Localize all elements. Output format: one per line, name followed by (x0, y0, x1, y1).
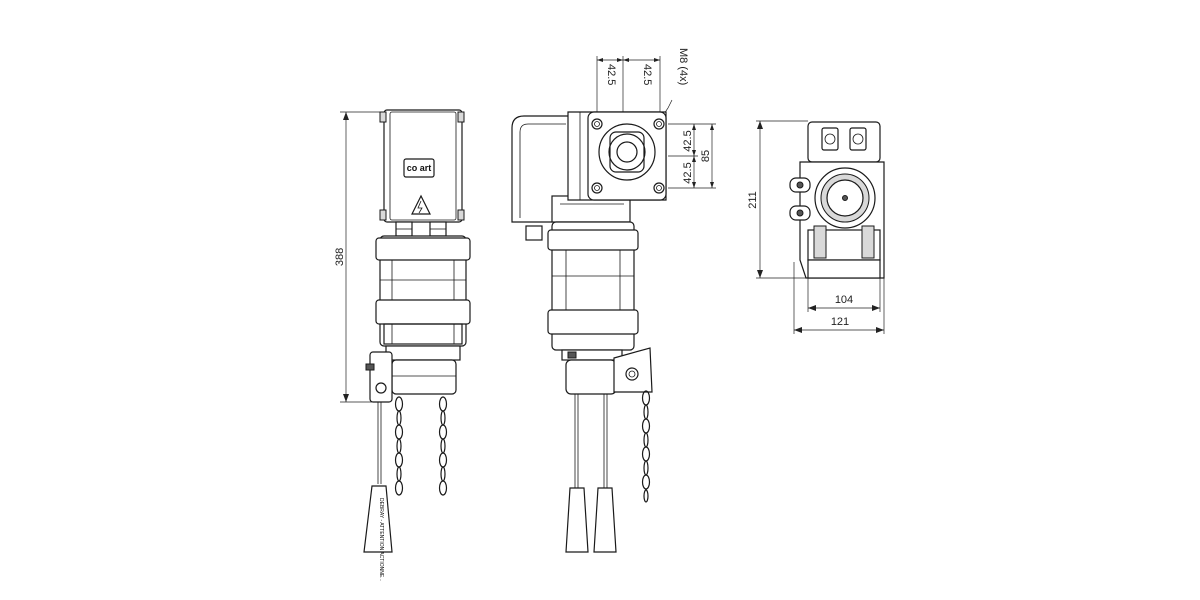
side-spacing-dimensions: 42.5 42.5 M8 (4x) (596, 48, 689, 121)
side-spacing-label-1: 42.5 (605, 64, 617, 85)
vert-dim-label-1: 42.5 (682, 130, 694, 151)
thread-callout-label: M8 (4x) (677, 48, 689, 85)
vert-total-label: 85 (700, 150, 712, 162)
end-view: 211 (747, 120, 885, 334)
gearbox-head (567, 111, 667, 201)
end-height-label: 211 (747, 191, 759, 209)
front-chain-left (394, 396, 404, 496)
brand-logo: co art (407, 163, 432, 173)
control-box: co art (379, 109, 465, 223)
side-spacing-label-2: 42.5 (641, 64, 653, 85)
handle-warning-text: DEBRAY - ATTENTION ACTIONNE... (378, 498, 384, 581)
end-housing (799, 121, 885, 279)
end-outer-width-dimension: 121 (793, 262, 885, 334)
end-inner-width-label: 104 (835, 294, 853, 306)
front-height-dimension: 388 (334, 111, 388, 403)
end-side-clips (789, 177, 811, 221)
gearbox-lower (365, 345, 461, 403)
side-motor-body (525, 221, 639, 351)
motor-body (375, 235, 471, 347)
vert-dim-label-2: 42.5 (682, 162, 694, 183)
side-gearbox-lower (561, 347, 653, 395)
cable-glands (395, 221, 447, 237)
end-outer-width-label: 121 (831, 316, 849, 328)
side-vertical-dimensions: 42.5 42.5 85 (668, 123, 716, 189)
end-inner-width-dimension: 104 (807, 278, 881, 312)
flange-bolts (591, 118, 665, 194)
front-view: 388 co art (334, 109, 471, 581)
side-chain (641, 390, 651, 503)
end-height-dimension: 211 (747, 120, 808, 279)
side-view: 42.5 42.5 M8 (4x) 42.5 42.5 85 (511, 48, 716, 553)
front-height-label: 388 (334, 248, 346, 266)
front-chain-right (438, 396, 448, 496)
side-release-handles (565, 394, 617, 553)
release-handle: DEBRAY - ATTENTION ACTIONNE... (363, 402, 393, 581)
